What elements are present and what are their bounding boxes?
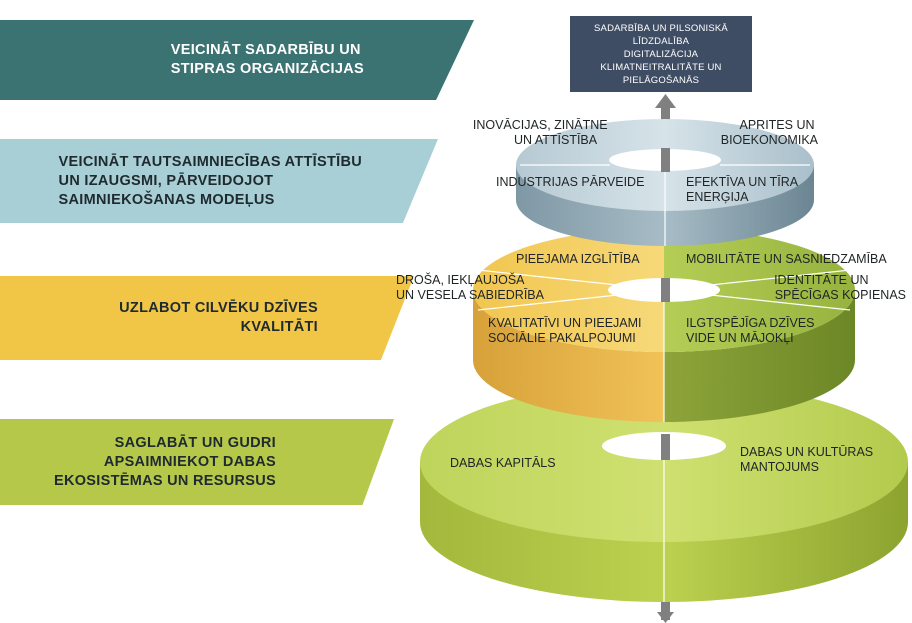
arrow-shaft-segment (661, 434, 670, 460)
banner-line: KVALITĀTI (240, 319, 318, 335)
banner-economy: VEICINĀT TAUTSAIMNIECĪBAS ATTĪSTĪBU UN I… (0, 139, 438, 223)
priority-line: SADARBĪBA UN PILSONISKĀ (594, 22, 728, 34)
banner-cooperation-text: VEICINĀT SADARBĪBU UN STIPRAS ORGANIZĀCI… (171, 41, 364, 79)
label-mobility: MOBILITĀTE UN SASNIEDZAMĪBA (686, 252, 887, 266)
label-industry: INDUSTRIJAS PĀRVEIDE (496, 175, 644, 189)
label-social-services: KVALITATĪVI UN PIEEJAMI SOCIĀLIE PAKALPO… (488, 316, 645, 345)
tier-quality-top-left (473, 228, 664, 352)
priority-line: KLIMATNEITRALITĀTE UN (600, 61, 722, 73)
label-bioeconomy: APRITES UN BIOEKONOMIKA (721, 118, 819, 147)
tier-quality-side-left (473, 290, 664, 422)
label-education: PIEEJAMA IZGLĪTĪBA (516, 252, 640, 266)
banner-line: VEICINĀT SADARBĪBU UN (170, 42, 361, 58)
label-energy: EFEKTĪVA UN TĪRA ENERĢIJA (686, 175, 801, 204)
banner-line: UN IZAUGSMI, PĀRVEIDOJOT (58, 172, 274, 189)
label-housing: ILGTSPĒJĪGA DZĪVES VIDE UN MĀJOKĻI (686, 316, 818, 345)
banner-ecosystems-text: SAGLABĀT UN GUDRI APSAIMNIEKOT DABAS EKO… (54, 434, 276, 491)
horizontal-priorities-box: SADARBĪBA UN PILSONISKĀ LĪDZDALĪBA DIGIT… (570, 16, 752, 92)
banner-ecosystems: SAGLABĀT UN GUDRI APSAIMNIEKOT DABAS EKO… (0, 419, 394, 505)
tier-quality-top-right (664, 228, 855, 352)
banner-economy-text: VEICINĀT TAUTSAIMNIECĪBAS ATTĪSTĪBU UN I… (59, 153, 362, 210)
banner-quality-of-life-text: UZLABOT CILVĒKU DZĪVES KVALITĀTI (119, 299, 318, 337)
label-natural-capital: DABAS KAPITĀLS (450, 456, 556, 470)
banner-cooperation: VEICINĀT SADARBĪBU UN STIPRAS ORGANIZĀCI… (0, 20, 474, 100)
tier-nature (420, 382, 908, 602)
priority-line: LĪDZDALĪBA (632, 35, 690, 47)
banner-line: SAGLABĀT UN GUDRI (114, 434, 276, 451)
label-identity: IDENTITĀTE UN SPĒCĪGAS KOPIENAS (774, 273, 906, 302)
tier-quality-side-right (664, 290, 855, 422)
banner-line: UZLABOT CILVĒKU DZĪVES (119, 300, 318, 316)
tier-quality (473, 228, 855, 422)
priority-line: DIGITALIZĀCIJA (623, 48, 699, 60)
arrow-shaft-segment (661, 148, 670, 172)
arrow-head-up (655, 94, 676, 108)
label-innovation: INOVĀCIJAS, ZINĀTNE UN ATTĪSTĪBA (473, 118, 611, 147)
banner-line: STIPRAS ORGANIZĀCIJAS (170, 61, 364, 77)
arrow-head-down (657, 612, 674, 623)
banner-line: EKOSISTĒMAS UN RESURSUS (53, 472, 276, 489)
banner-line: APSAIMNIEKOT DABAS (103, 453, 276, 470)
arrow-shaft-segment (661, 278, 670, 302)
priority-line: PIELĀGOŠANĀS (622, 74, 700, 86)
label-safe-society: DROŠA, IEKĻAUJOŠA UN VESELA SABIEDRĪBA (396, 272, 545, 302)
banner-quality-of-life: UZLABOT CILVĒKU DZĪVES KVALITĀTI (0, 276, 414, 360)
banner-line: SAIMNIEKOŠANAS MODEĻUS (58, 191, 275, 208)
banner-line: VEICINĀT TAUTSAIMNIECĪBAS ATTĪSTĪBU (58, 153, 362, 170)
label-heritage: DABAS UN KULTŪRAS MANTOJUMS (740, 445, 877, 474)
